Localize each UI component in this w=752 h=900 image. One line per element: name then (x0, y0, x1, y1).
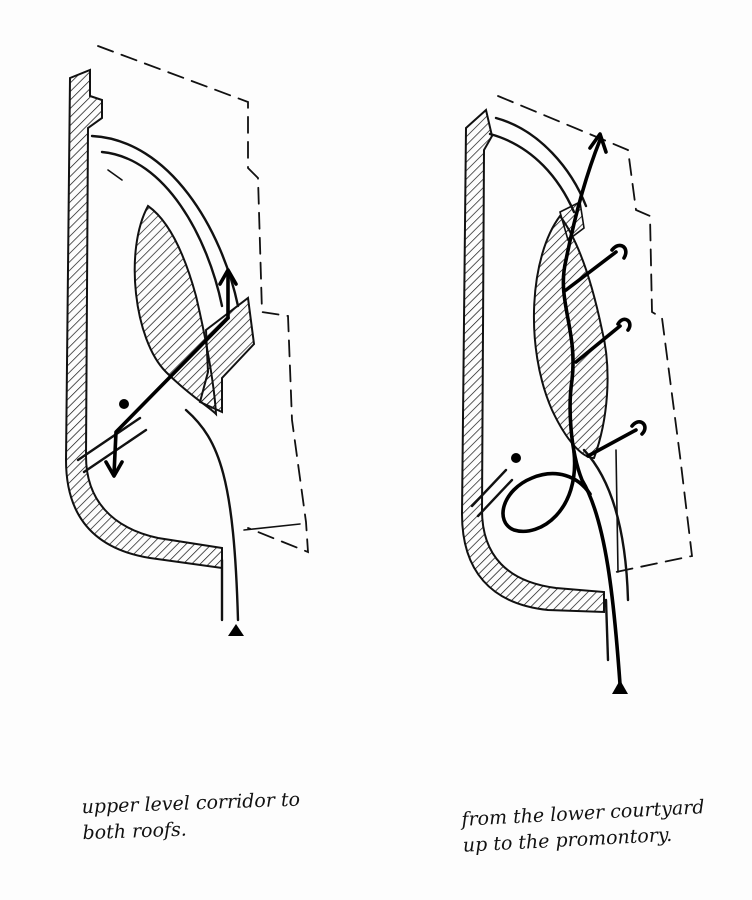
right-branch-3 (586, 428, 638, 458)
right-loop (501, 450, 592, 534)
left-entry-wall-a (184, 408, 240, 622)
left-outer-wall (64, 68, 223, 570)
right-entry-triangle (612, 680, 628, 694)
right-branch-2-hook (616, 317, 632, 332)
left-dashed-boundary (97, 45, 309, 554)
right-branch-3-hook (630, 420, 647, 436)
left-entry-triangle (228, 624, 244, 636)
right-branch-1 (564, 250, 618, 292)
right-lower-corridor (470, 468, 514, 518)
right-branch-1-hook (610, 243, 628, 260)
right-winding-route (561, 138, 622, 686)
left-marker-dot (119, 399, 129, 409)
left-connector (243, 523, 301, 531)
left-up-arrowhead (218, 268, 238, 286)
left-corridor-inner (100, 150, 224, 308)
left-lower-corridor (76, 416, 148, 474)
left-diagonal-route (112, 316, 230, 476)
right-outer-wall (460, 108, 605, 614)
diagram-left (64, 45, 309, 636)
left-wing-block (198, 296, 256, 414)
left-inner-mass (133, 204, 218, 417)
right-up-arrowhead (588, 132, 608, 154)
right-corridor-inner (488, 132, 576, 214)
caption-left: upper level corridor to both roofs. (81, 788, 301, 845)
left-down-arrowhead (104, 460, 124, 478)
right-branch-2 (574, 324, 622, 364)
right-dashed-boundary (497, 95, 693, 573)
right-entry-wall-a (582, 448, 630, 602)
right-marker-dot (511, 453, 521, 463)
left-corridor-return (107, 169, 123, 181)
right-entry-wall-b (604, 598, 610, 662)
right-right-wall (615, 449, 619, 573)
diagram-right (460, 95, 693, 694)
